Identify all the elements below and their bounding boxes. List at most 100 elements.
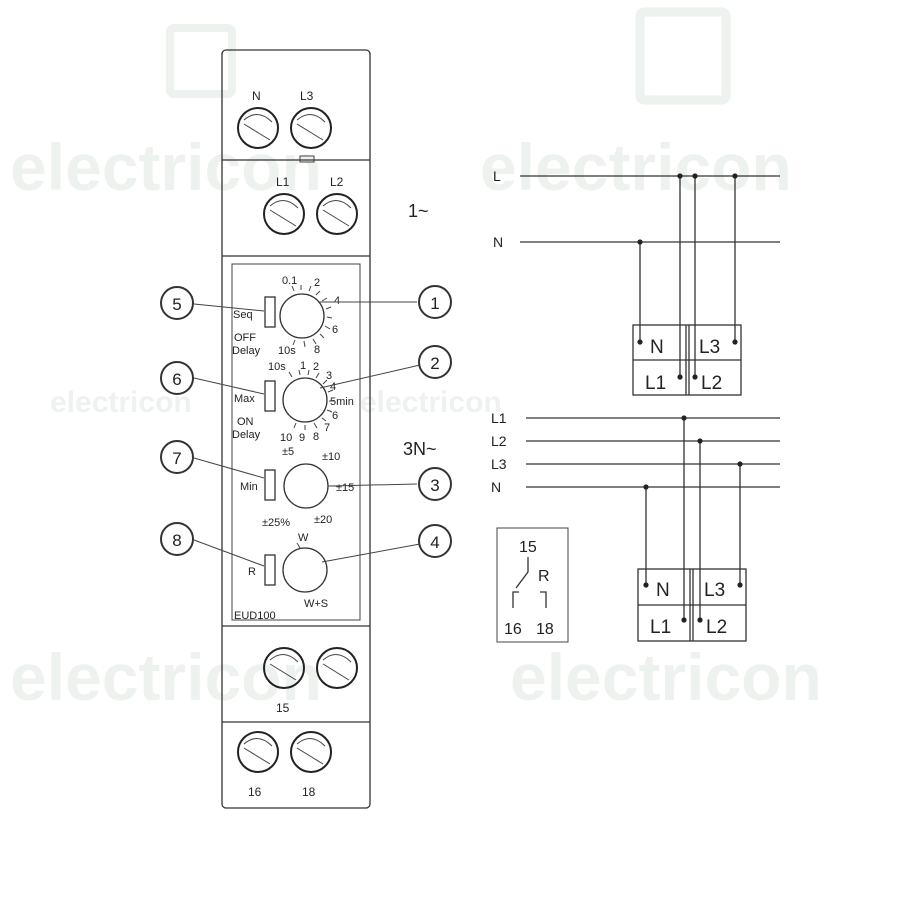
max-dial[interactable] bbox=[282, 377, 328, 423]
knob-seq[interactable]: Seq OFF Delay 0.1 2 4 6 8 10s bbox=[232, 275, 340, 357]
max-tick-label: 2 bbox=[313, 361, 319, 373]
scheme-label: 3N~ bbox=[403, 439, 437, 459]
relay-label: R bbox=[248, 566, 256, 578]
terminal-label-15: 15 bbox=[276, 701, 290, 715]
callout-5: 5 bbox=[160, 286, 265, 320]
callout-3: 3 bbox=[329, 467, 452, 501]
line-label-l1: L1 bbox=[491, 410, 507, 426]
contact-relay-label: R bbox=[538, 568, 550, 585]
max-label: Max bbox=[234, 393, 255, 405]
contact-frame bbox=[496, 527, 569, 643]
contact-no-label: 18 bbox=[536, 621, 554, 638]
knob-min[interactable]: Min ±5 ±10 ±15 ±20 ±25% bbox=[240, 446, 354, 529]
line-label-l3: L3 bbox=[491, 456, 507, 472]
callout-number: 8 bbox=[172, 531, 181, 550]
max-tick-label: 8 bbox=[313, 431, 319, 443]
terminal-screw bbox=[237, 107, 279, 149]
max-delay-label: Delay bbox=[232, 429, 261, 441]
terminal-screw bbox=[290, 731, 332, 773]
watermark-text: electricon bbox=[10, 640, 322, 714]
model-label: EUD100 bbox=[234, 610, 276, 622]
callout-2: 2 bbox=[319, 345, 452, 389]
scheme2-nodes bbox=[643, 415, 743, 623]
watermark-text: electricon bbox=[10, 130, 322, 204]
terminal-screw bbox=[316, 193, 358, 235]
min-tick-label: ±10 bbox=[322, 451, 340, 463]
terminal-label-16: 16 bbox=[248, 785, 262, 799]
block-terminal-l1: L1 bbox=[645, 373, 666, 394]
callout-number: 2 bbox=[430, 354, 439, 373]
terminal-label-18: 18 bbox=[302, 785, 316, 799]
watermark-group: electricon electricon electricon electri… bbox=[10, 7, 822, 714]
watermark-logo bbox=[166, 24, 236, 98]
watermark-text: electricon bbox=[360, 386, 502, 419]
mode-dial[interactable] bbox=[282, 547, 328, 593]
knob-max[interactable]: Max ON Delay 10s 1 2 3 4 5min 6 7 8 9 10 bbox=[232, 360, 354, 444]
device-latch bbox=[299, 155, 315, 163]
callout-4: 4 bbox=[321, 524, 452, 563]
line-label-n: N bbox=[493, 234, 503, 250]
max-tick-label: 10 bbox=[280, 432, 292, 444]
max-tick-label: 6 bbox=[332, 410, 338, 422]
max-tick-label: 10s bbox=[268, 361, 286, 373]
scheme-single-phase: 1~ L N N L3 L1 L2 bbox=[408, 168, 780, 396]
terminal-screw bbox=[290, 107, 332, 149]
callout-number: 5 bbox=[172, 295, 181, 314]
block-terminal-l3: L3 bbox=[704, 580, 725, 601]
seq-delay-label: Delay bbox=[232, 345, 261, 357]
seq-tick-label: 8 bbox=[314, 344, 320, 356]
block-terminal-l1: L1 bbox=[650, 617, 671, 638]
min-tick-label: ±15 bbox=[336, 482, 354, 494]
min-tick-label: ±20 bbox=[314, 514, 332, 526]
seq-tick-label: 6 bbox=[332, 324, 338, 336]
line-label-l2: L2 bbox=[491, 433, 507, 449]
max-unit-label: 5min bbox=[330, 396, 354, 408]
scheme-three-phase: 3N~ L1 L2 L3 N N L3 L1 L2 bbox=[403, 410, 780, 642]
seq-tick-label: 2 bbox=[314, 277, 320, 289]
min-tick-label: ±25% bbox=[262, 517, 290, 529]
terminal-screw bbox=[263, 193, 305, 235]
scheme2-terminal-block: N L3 L1 L2 bbox=[637, 568, 747, 642]
mode-pointer bbox=[296, 542, 301, 549]
max-on-label: ON bbox=[237, 416, 254, 428]
min-indicator bbox=[264, 469, 276, 501]
scheme1-nodes bbox=[637, 173, 738, 380]
seq-tick-label: 4 bbox=[334, 295, 340, 307]
seq-label: Seq bbox=[233, 309, 253, 321]
knob-mode[interactable]: R W W+S bbox=[248, 532, 328, 610]
callout-8: 8 bbox=[160, 522, 265, 567]
callout-number: 4 bbox=[430, 533, 439, 552]
terminal-label-n: N bbox=[252, 89, 261, 103]
min-dial[interactable] bbox=[283, 463, 329, 509]
max-indicator bbox=[264, 380, 276, 412]
terminal-label-l1: L1 bbox=[276, 175, 290, 189]
relay-indicator bbox=[264, 554, 276, 586]
block-terminal-n: N bbox=[656, 580, 670, 601]
scheme1-wires bbox=[639, 176, 736, 377]
max-tick-label: 7 bbox=[324, 422, 330, 434]
max-scale-ticks bbox=[288, 369, 334, 430]
max-tick-label: 1 bbox=[300, 360, 306, 372]
mode-tick-label: W+S bbox=[304, 598, 328, 610]
min-tick-label: ±5 bbox=[282, 446, 294, 458]
callout-number: 6 bbox=[172, 370, 181, 389]
line-label-l: L bbox=[493, 168, 501, 184]
callout-6: 6 bbox=[160, 361, 265, 395]
block-terminal-n: N bbox=[650, 337, 664, 358]
relay-contact-symbol: 15 R 16 18 bbox=[496, 527, 569, 643]
block-terminal-l2: L2 bbox=[706, 617, 727, 638]
device-outline bbox=[221, 49, 371, 809]
mode-tick-label: W bbox=[298, 532, 309, 544]
seq-dial[interactable] bbox=[279, 293, 325, 339]
terminal-screw bbox=[316, 647, 358, 689]
callout-7: 7 bbox=[160, 440, 265, 479]
watermark-text: electricon bbox=[480, 130, 792, 204]
seq-off-label: OFF bbox=[234, 332, 256, 344]
block-terminal-l3: L3 bbox=[699, 337, 720, 358]
relay-device: N L3 L1 L2 15 16 18 bbox=[221, 49, 371, 809]
callout-number: 1 bbox=[430, 294, 439, 313]
callout-number: 3 bbox=[430, 476, 439, 495]
min-label: Min bbox=[240, 481, 258, 493]
